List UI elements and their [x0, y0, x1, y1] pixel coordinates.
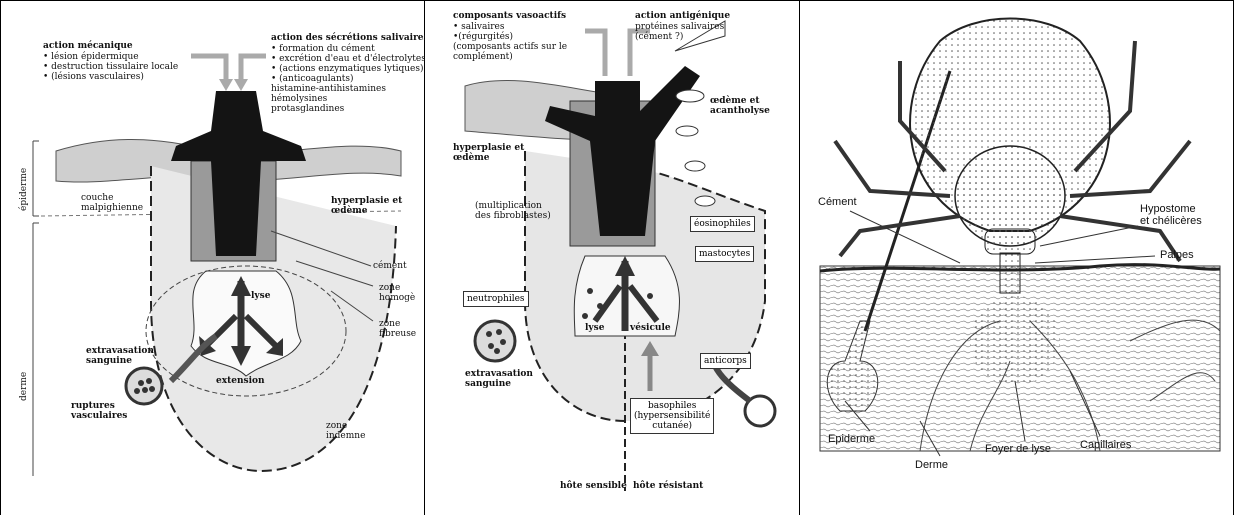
action-salive-title: action des sécrétions salivaires: [271, 33, 429, 43]
hypostome-label: Hypostome: [1140, 203, 1196, 215]
eosinophiles-box: éosinophiles: [690, 216, 755, 232]
neutrophiles-box: neutrophiles: [463, 291, 529, 307]
action-salive-item: hémolysines: [271, 94, 327, 104]
panel-tick-bite-mechanism: action mécanique • lésion épidermique • …: [0, 0, 425, 515]
hote-sensible-label: hôte sensible: [560, 481, 627, 491]
action-meca-item: • lésion épidermique: [43, 52, 139, 62]
panel-tick-anatomy: Cément Hypostome et chélicères Palpes Ep…: [800, 0, 1234, 515]
capillaires-label: Capillaires: [1080, 439, 1131, 451]
zone-fib-label-2: fibreuse: [379, 329, 416, 339]
mastocytes-box: mastocytes: [695, 246, 754, 262]
zone-indemne-label: zone: [326, 421, 347, 431]
basophiles-line-1: basophiles: [634, 401, 710, 411]
extension-label: extension: [216, 376, 265, 386]
hyperplasie-label-2: œdème: [331, 206, 368, 216]
extravasation-label-2: sanguine: [86, 356, 132, 366]
extravasation-label-2: sanguine: [465, 379, 511, 389]
action-salive-item: histamine-antihistamines: [271, 84, 386, 94]
lyse-label: lyse: [251, 291, 270, 301]
vesicule-label: vésicule: [630, 323, 671, 333]
hyperplasie-label: hyperplasie et: [331, 196, 402, 206]
zone-homog-label: zone: [379, 283, 400, 293]
action-meca-item: • destruction tissulaire locale: [43, 62, 178, 72]
couche-label: couche: [81, 193, 113, 203]
zone-homog-label-2: homogè: [379, 293, 415, 303]
epiderme-label: épiderme: [19, 168, 29, 211]
composants-title: composants vasoactifs: [453, 11, 566, 21]
action-meca-title: action mécanique: [43, 41, 133, 51]
composants-item: •(régurgités): [453, 32, 513, 42]
hyperplasie-label-2: œdème: [453, 153, 490, 163]
action-meca-item: • (lésions vasculaires): [43, 72, 144, 82]
hote-resistant-label: hôte résistant: [633, 481, 703, 491]
lyse-label: lyse: [585, 323, 604, 333]
action-salive-item: • (actions enzymatiques lytiques): [271, 64, 423, 74]
antigenique-item: protéines salivaires: [635, 22, 724, 32]
vessel-circle: [126, 368, 162, 404]
extravasation-label: extravasation: [86, 346, 154, 356]
action-salive-item: • excrétion d'eau et d'électrolytes: [271, 54, 426, 64]
antigenique-item: (cément ?): [635, 32, 683, 42]
hypostome-label-2: et chélicères: [1140, 215, 1202, 227]
epiderme-label: Epiderme: [828, 433, 875, 445]
multiplication-label: (multiplication: [475, 201, 542, 211]
derme-label: derme: [19, 372, 29, 401]
cement-label: Cément: [818, 196, 857, 208]
derme-label: Derme: [915, 459, 948, 471]
composants-item: complément): [453, 52, 513, 62]
antigenique-title: action antigénique: [635, 11, 730, 21]
anticorps-box: anticorps: [700, 353, 751, 369]
couche-label-2: malpighienne: [81, 203, 143, 213]
basophiles-line-2: (hypersensibilité: [634, 411, 710, 421]
hyperplasie-label: hyperplasie et: [453, 143, 524, 153]
multiplication-label-2: des fibroblastes): [475, 211, 551, 221]
foyer-label: Foyer de lyse: [985, 443, 1051, 455]
composants-item: • salivaires: [453, 22, 505, 32]
composants-item: (composants actifs sur le: [453, 42, 567, 52]
zone-fib-label: zone: [379, 319, 400, 329]
palpes-label: Palpes: [1160, 249, 1194, 261]
action-salive-item: protasglandines: [271, 104, 344, 114]
oedeme-label: œdème et: [710, 96, 760, 106]
basophiles-line-3: cutanée): [634, 421, 710, 431]
action-salive-item: • formation du cément: [271, 44, 375, 54]
oedeme-label-2: acantholyse: [710, 106, 770, 116]
basophiles-box: basophiles (hypersensibilité cutanée): [630, 398, 714, 434]
panel-host-response: composants vasoactifs • salivaires •(rég…: [425, 0, 800, 515]
extravasation-label: extravasation: [465, 369, 533, 379]
cement-label: cément: [373, 261, 407, 271]
ruptures-label-2: vasculaires: [71, 411, 127, 421]
action-salive-item: • (anticoagulants): [271, 74, 354, 84]
ruptures-label: ruptures: [71, 401, 115, 411]
zone-indemne-label-2: indemne: [326, 431, 365, 441]
